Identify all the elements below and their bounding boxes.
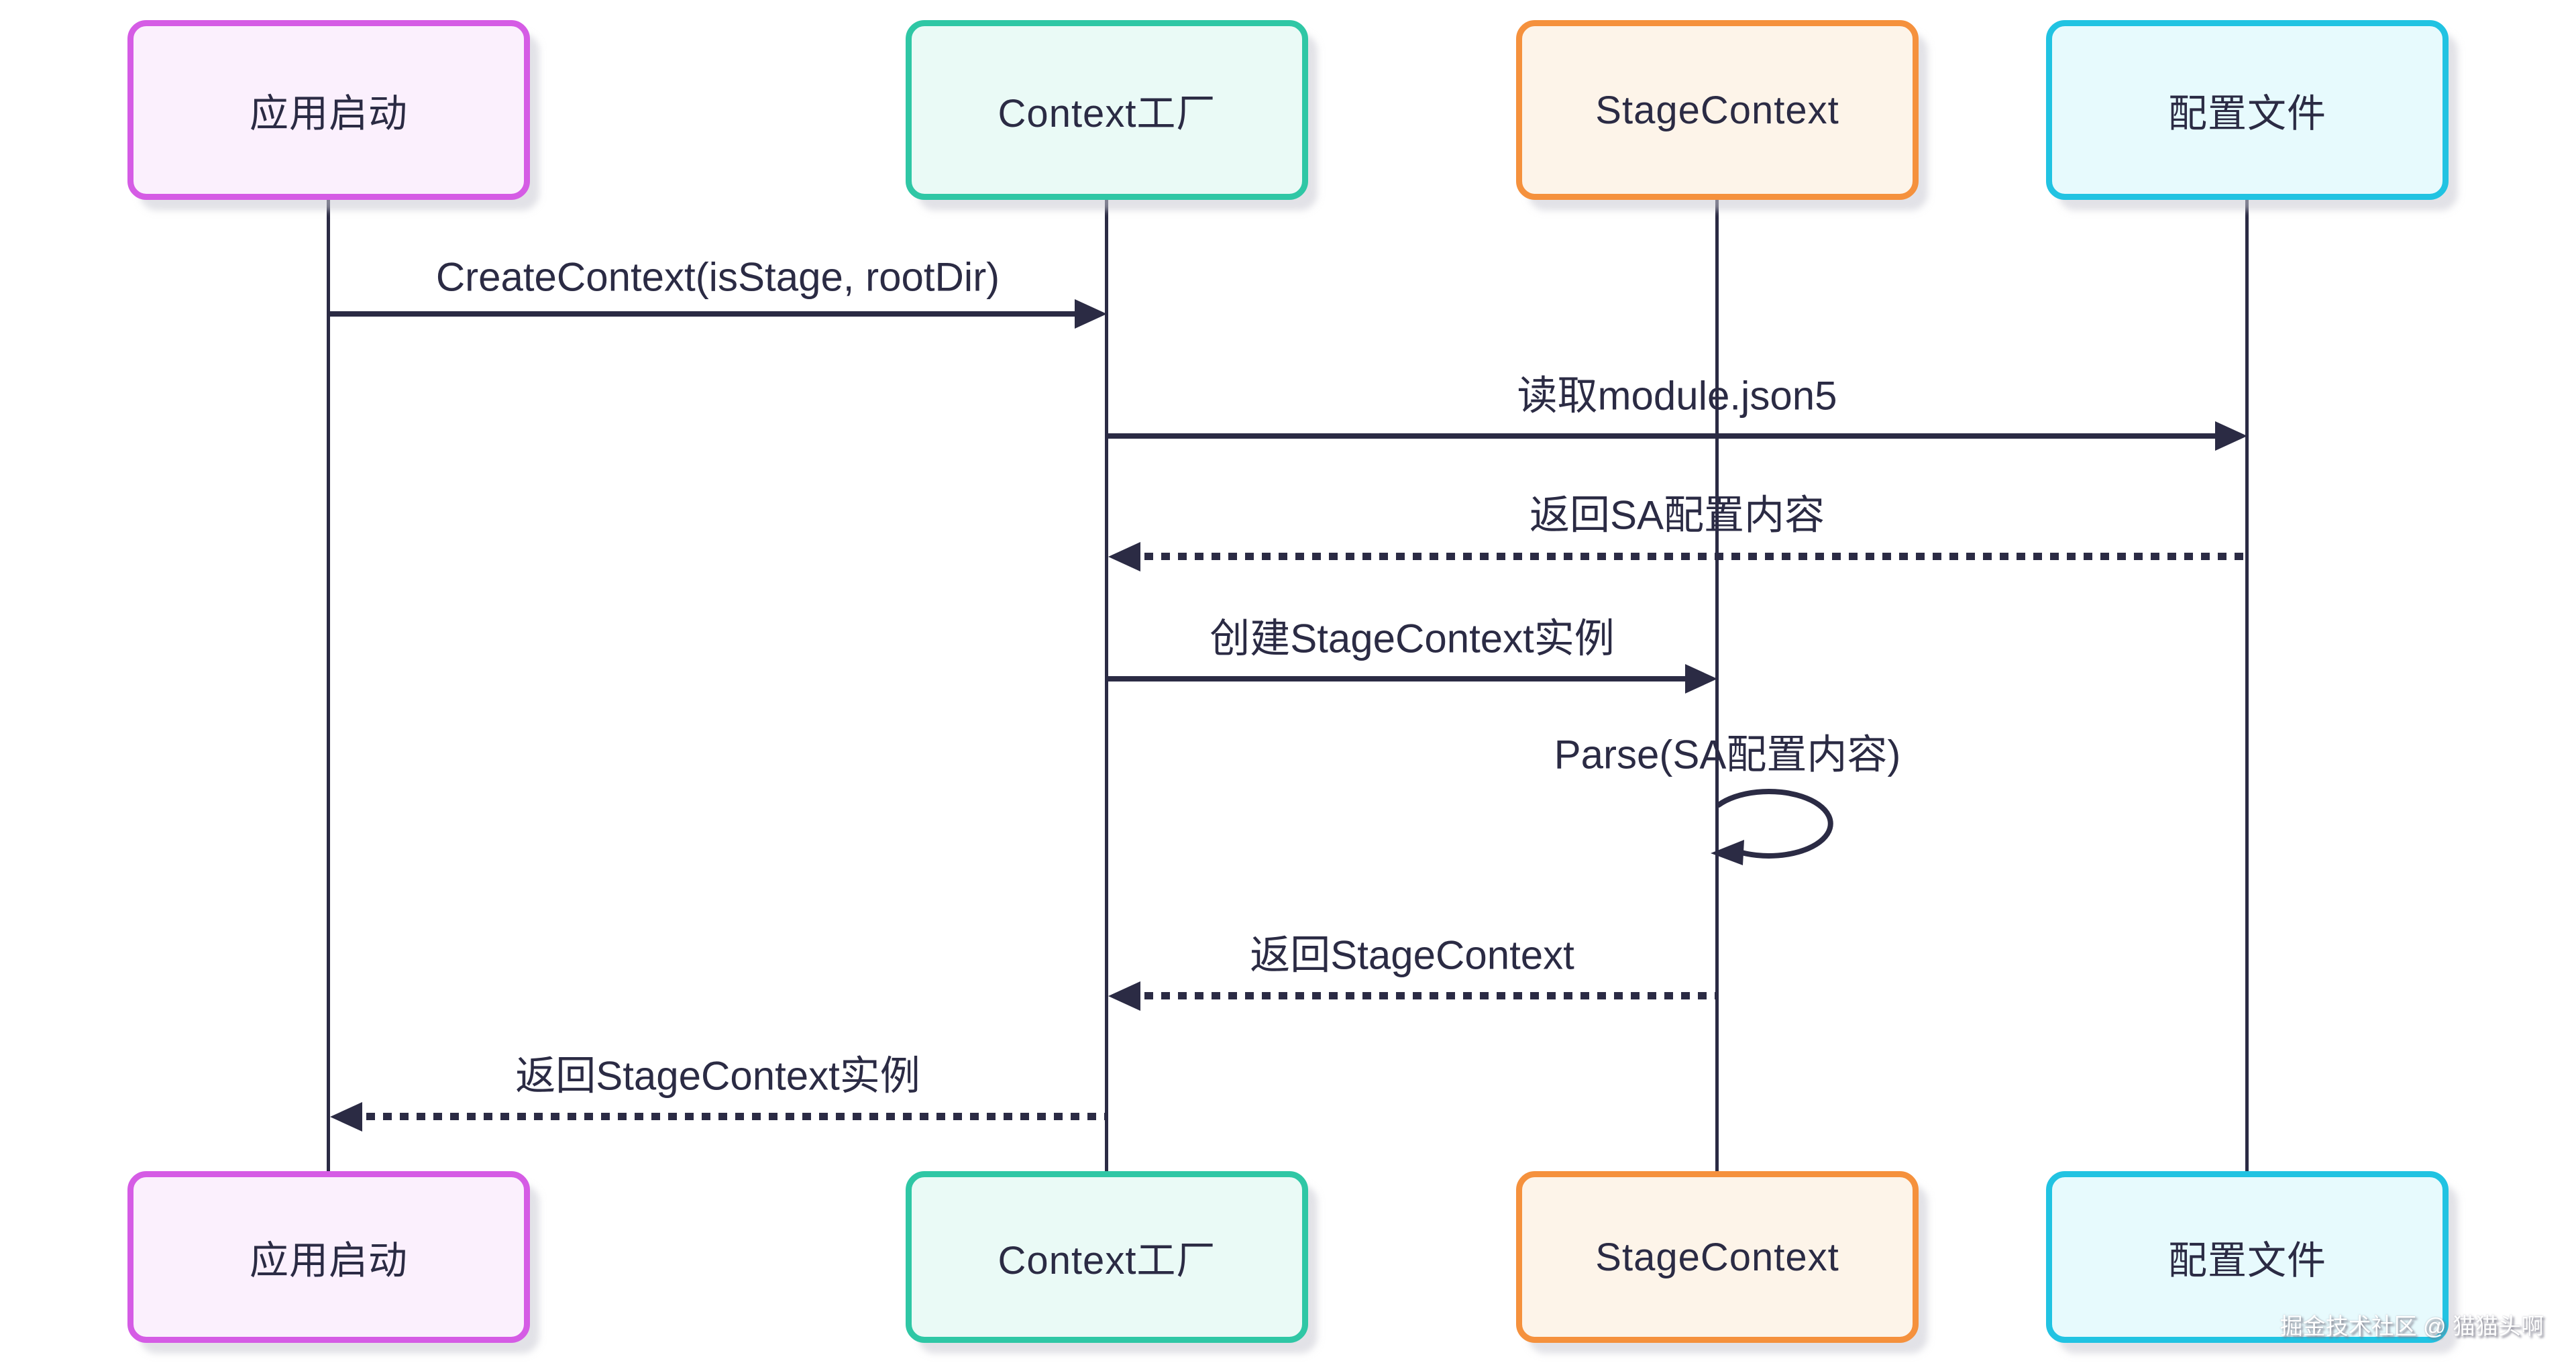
message-label-create-context: CreateContext(isStage, rootDir) xyxy=(435,254,1000,300)
arrowhead-left-icon xyxy=(1108,542,1140,571)
message-label-return-stagecontext: 返回StageContext xyxy=(1250,932,1574,978)
participant-label: 应用启动 xyxy=(249,92,408,135)
message-dotted-line-return-sa-config xyxy=(1144,553,2247,560)
participant-label: 配置文件 xyxy=(2167,1239,2326,1282)
arrowhead-left-icon xyxy=(1108,981,1140,1011)
participant-label: StageContext xyxy=(1595,88,1839,132)
self-loop-arrow xyxy=(1711,788,1833,865)
message-dotted-line-return-stagecontext-instance xyxy=(366,1113,1107,1120)
message-arrow-create-context xyxy=(329,311,1075,317)
participant-label: StageContext xyxy=(1595,1235,1839,1279)
participant-label: 配置文件 xyxy=(2167,92,2326,135)
participant-label: Context工厂 xyxy=(998,92,1216,135)
arrowhead-right-icon xyxy=(2215,421,2247,451)
participant-config-file-top: 配置文件 xyxy=(2046,20,2449,200)
lifeline-context-factory xyxy=(1105,199,1108,1172)
participant-context-factory-top: Context工厂 xyxy=(906,20,1308,200)
participant-context-factory-bottom: Context工厂 xyxy=(906,1171,1308,1343)
participant-app-start-bottom: 应用启动 xyxy=(127,1171,530,1343)
message-arrow-create-stagecontext-instance xyxy=(1107,676,1686,681)
message-label-parse-sa-config: Parse(SA配置内容) xyxy=(1554,732,1901,777)
lifeline-config-file xyxy=(2245,199,2249,1172)
participant-stage-context-top: StageContext xyxy=(1516,20,1919,200)
arrowhead-right-icon xyxy=(1075,299,1107,329)
message-label-return-sa-config: 返回SA配置内容 xyxy=(1529,492,1825,538)
message-label-create-stagecontext-instance: 创建StageContext实例 xyxy=(1210,616,1615,661)
participant-config-file-bottom: 配置文件 xyxy=(2046,1171,2449,1343)
message-dotted-line-return-stagecontext xyxy=(1144,992,1717,999)
message-arrow-read-module-json5 xyxy=(1107,433,2215,439)
arrowhead-left-icon xyxy=(330,1102,362,1132)
lifeline-app-start xyxy=(327,199,330,1172)
participant-app-start-top: 应用启动 xyxy=(127,20,530,200)
arrowhead-right-icon xyxy=(1685,664,1717,694)
participant-label: Context工厂 xyxy=(998,1239,1216,1282)
watermark: 掘金技术社区 @ 猫猫头啊 xyxy=(2279,1314,2544,1340)
message-label-read-module-json5: 读取module.json5 xyxy=(1517,373,1837,419)
participant-stage-context-bottom: StageContext xyxy=(1516,1171,1919,1343)
message-label-return-stagecontext-instance: 返回StageContext实例 xyxy=(515,1053,920,1099)
participant-label: 应用启动 xyxy=(249,1239,408,1282)
